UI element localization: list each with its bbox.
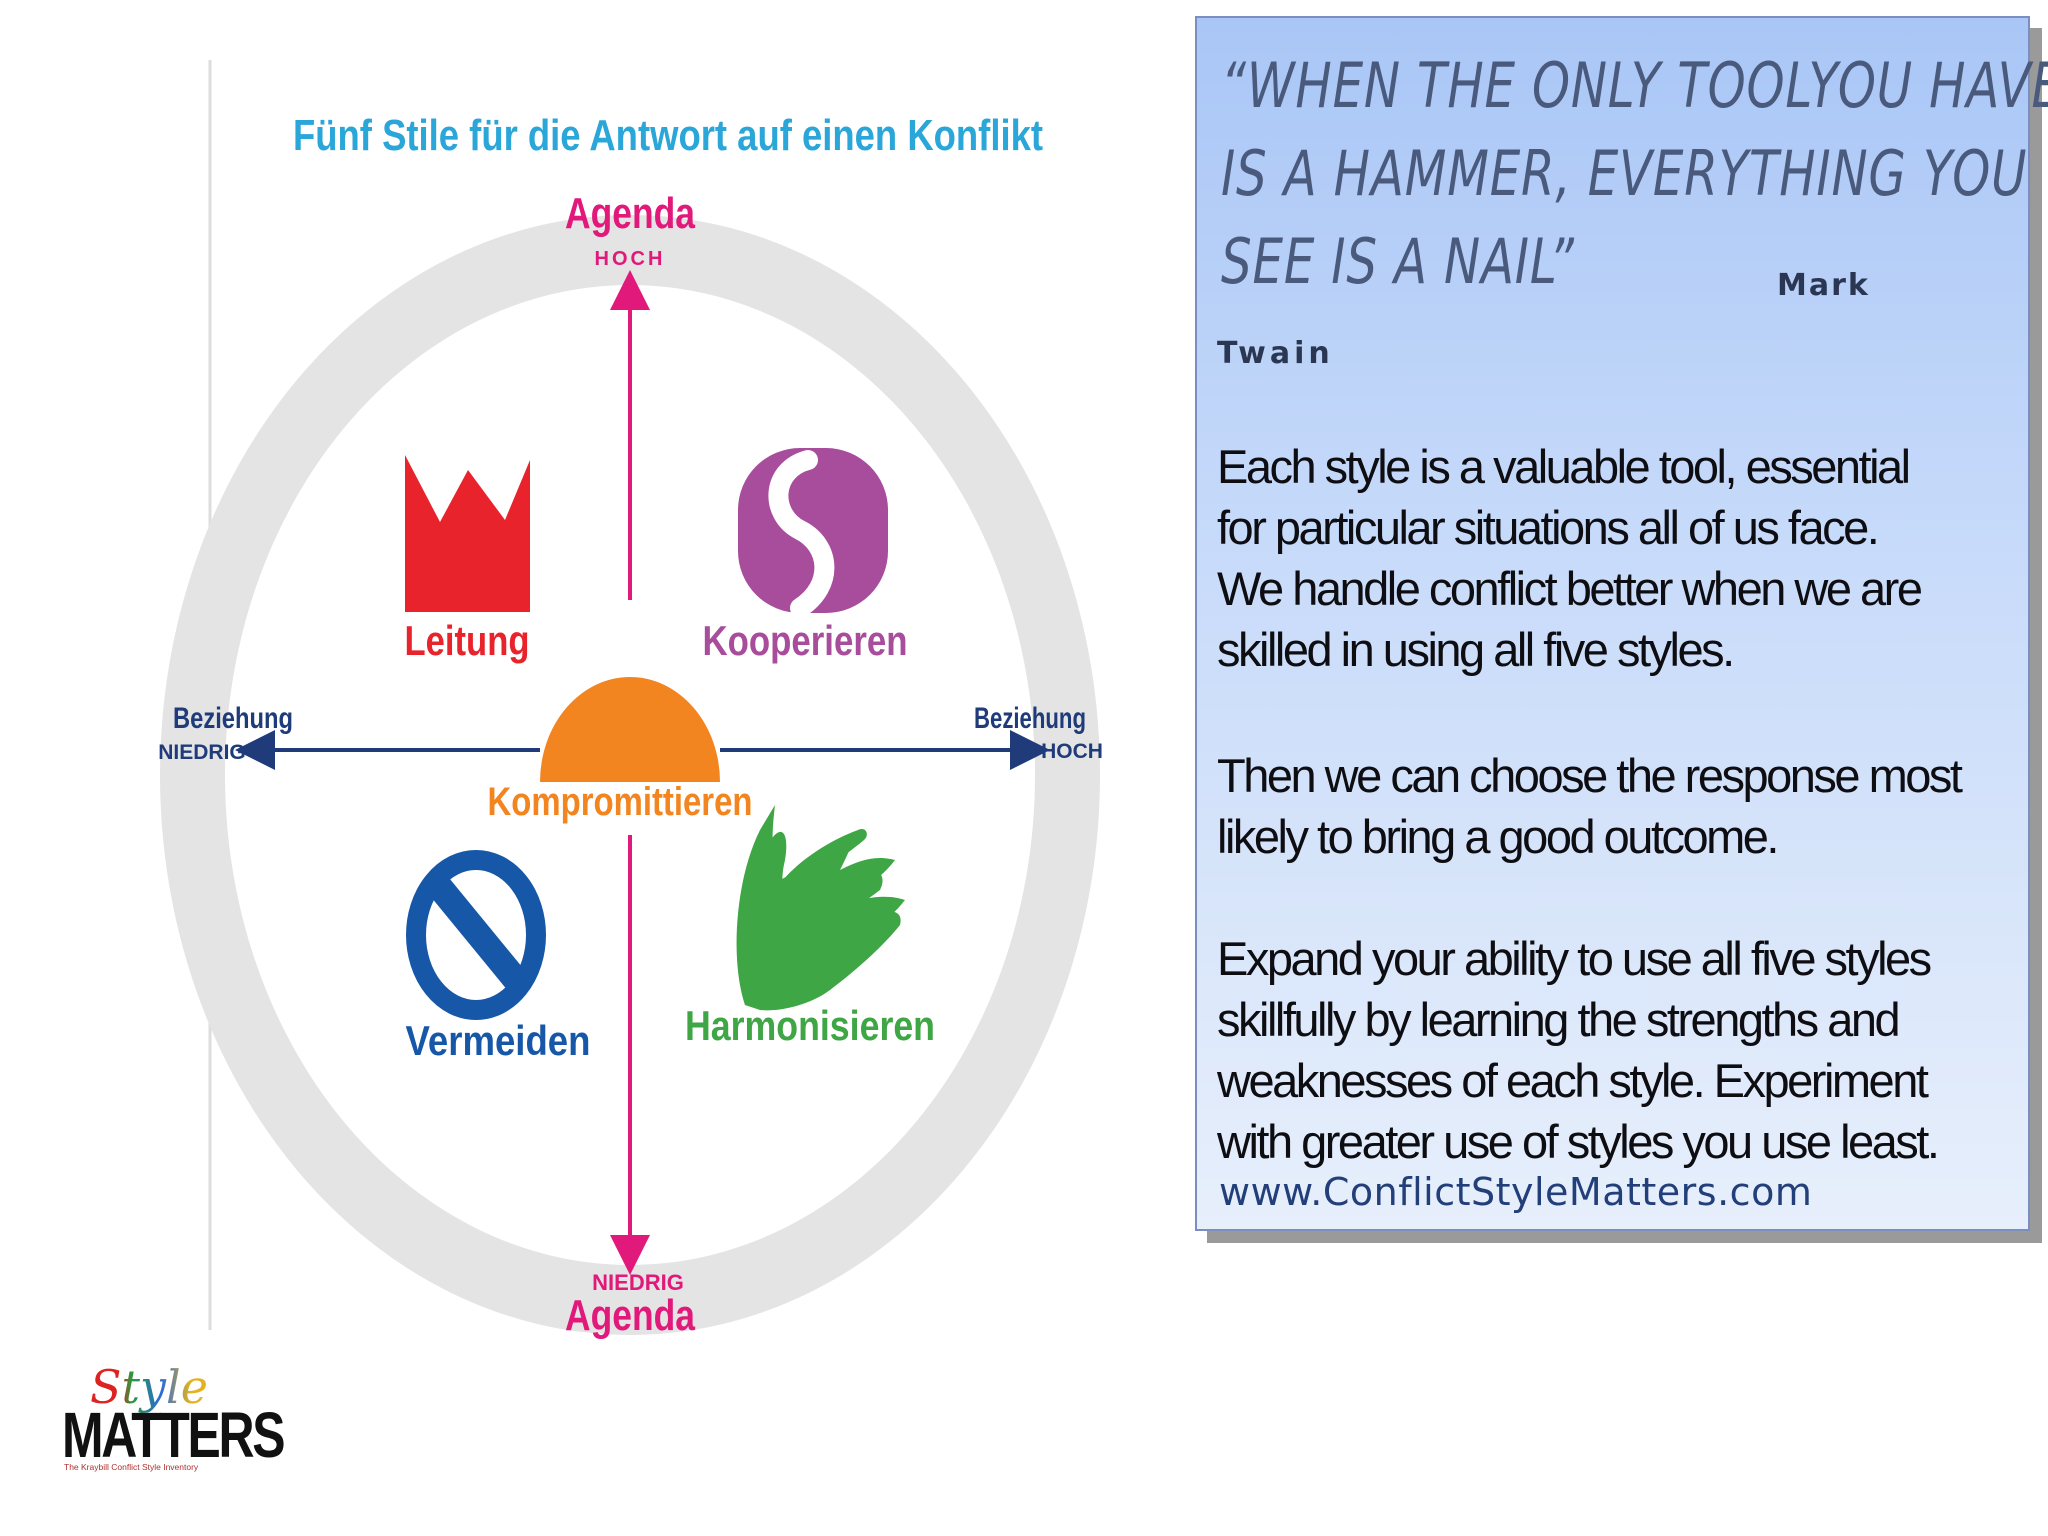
- axis-top-label: Agenda: [565, 189, 695, 238]
- text-line: skillfully by learning the strengths and: [1217, 993, 1901, 1046]
- axis-bottom-label: Agenda: [565, 1291, 695, 1340]
- axis-bottom-level: NIEDRIG: [592, 1270, 684, 1295]
- logo-tagline: The Kraybill Conflict Style Inventory: [64, 1462, 199, 1472]
- text-line: likely to bring a good outcome.: [1217, 810, 1779, 863]
- compromise-icon: [540, 677, 720, 782]
- website-link[interactable]: www.ConflictStyleMatters.com: [1219, 1170, 1813, 1214]
- paragraph-choose-response: Then we can choose the response most lik…: [1217, 745, 2027, 867]
- style-label-vermeiden: Vermeiden: [406, 1017, 591, 1064]
- text-line: Each style is a valuable tool, essential: [1217, 440, 1911, 493]
- paragraph-styles-value: Each style is a valuable tool, essential…: [1217, 436, 2027, 680]
- diagram-title: Fünf Stile für die Antwort auf einen Kon…: [293, 111, 1043, 160]
- style-matters-logo: Style MATTERS The Kraybill Conflict Styl…: [60, 1360, 286, 1480]
- axis-right-level: HOCH: [1041, 740, 1103, 763]
- diagram-canvas: Fünf Stile für die Antwort auf einen Kon…: [158, 60, 1103, 1340]
- crown-icon: [405, 455, 530, 612]
- cooperation-icon: [738, 448, 888, 618]
- quote-line-3: see is a nail”: [1221, 225, 1575, 298]
- quote-panel: “When the only toolyou have is a hammer,…: [1195, 16, 2048, 1231]
- axis-left-label: Beziehung: [173, 702, 293, 735]
- text-line: We handle conflict better when we are: [1217, 562, 1923, 615]
- quote-author-first: Mark: [1777, 268, 1870, 303]
- text-line: Expand your ability to use all five styl…: [1217, 932, 1932, 985]
- text-line: for particular situations all of us face…: [1217, 501, 1880, 554]
- text-line: skilled in using all five styles.: [1217, 623, 1735, 676]
- quote-author-last: Twain: [1217, 336, 1334, 371]
- style-label-leitung: Leitung: [405, 617, 530, 664]
- paragraph-expand-ability: Expand your ability to use all five styl…: [1217, 928, 2027, 1172]
- conflict-styles-diagram: Fünf Stile für die Antwort auf einen Kon…: [158, 60, 1103, 1340]
- axis-top-level: HOCH: [595, 248, 666, 270]
- text-line: weaknesses of each style. Experiment: [1217, 1054, 1929, 1107]
- style-label-kompromittieren: Kompromittieren: [488, 780, 753, 824]
- quote-line-2: is a hammer, everything you: [1221, 137, 2028, 210]
- quote: “When the only toolyou have is a hammer,…: [1221, 42, 2048, 306]
- axis-left-level: NIEDRIG: [158, 741, 246, 764]
- text-line: with greater use of styles you use least…: [1217, 1115, 1940, 1168]
- style-label-harmonisieren: Harmonisieren: [685, 1002, 935, 1049]
- text-line: Then we can choose the response most: [1217, 749, 1963, 802]
- style-label-kooperieren: Kooperieren: [703, 617, 908, 664]
- no-entry-icon: [406, 850, 546, 1020]
- quote-line-1: “When the only toolyou have: [1221, 49, 2048, 122]
- logo-word-matters: MATTERS: [62, 1399, 286, 1471]
- axis-right-label: Beziehung: [974, 702, 1086, 735]
- hand-icon: [736, 805, 905, 1011]
- logo-word-style: Style: [90, 1360, 208, 1414]
